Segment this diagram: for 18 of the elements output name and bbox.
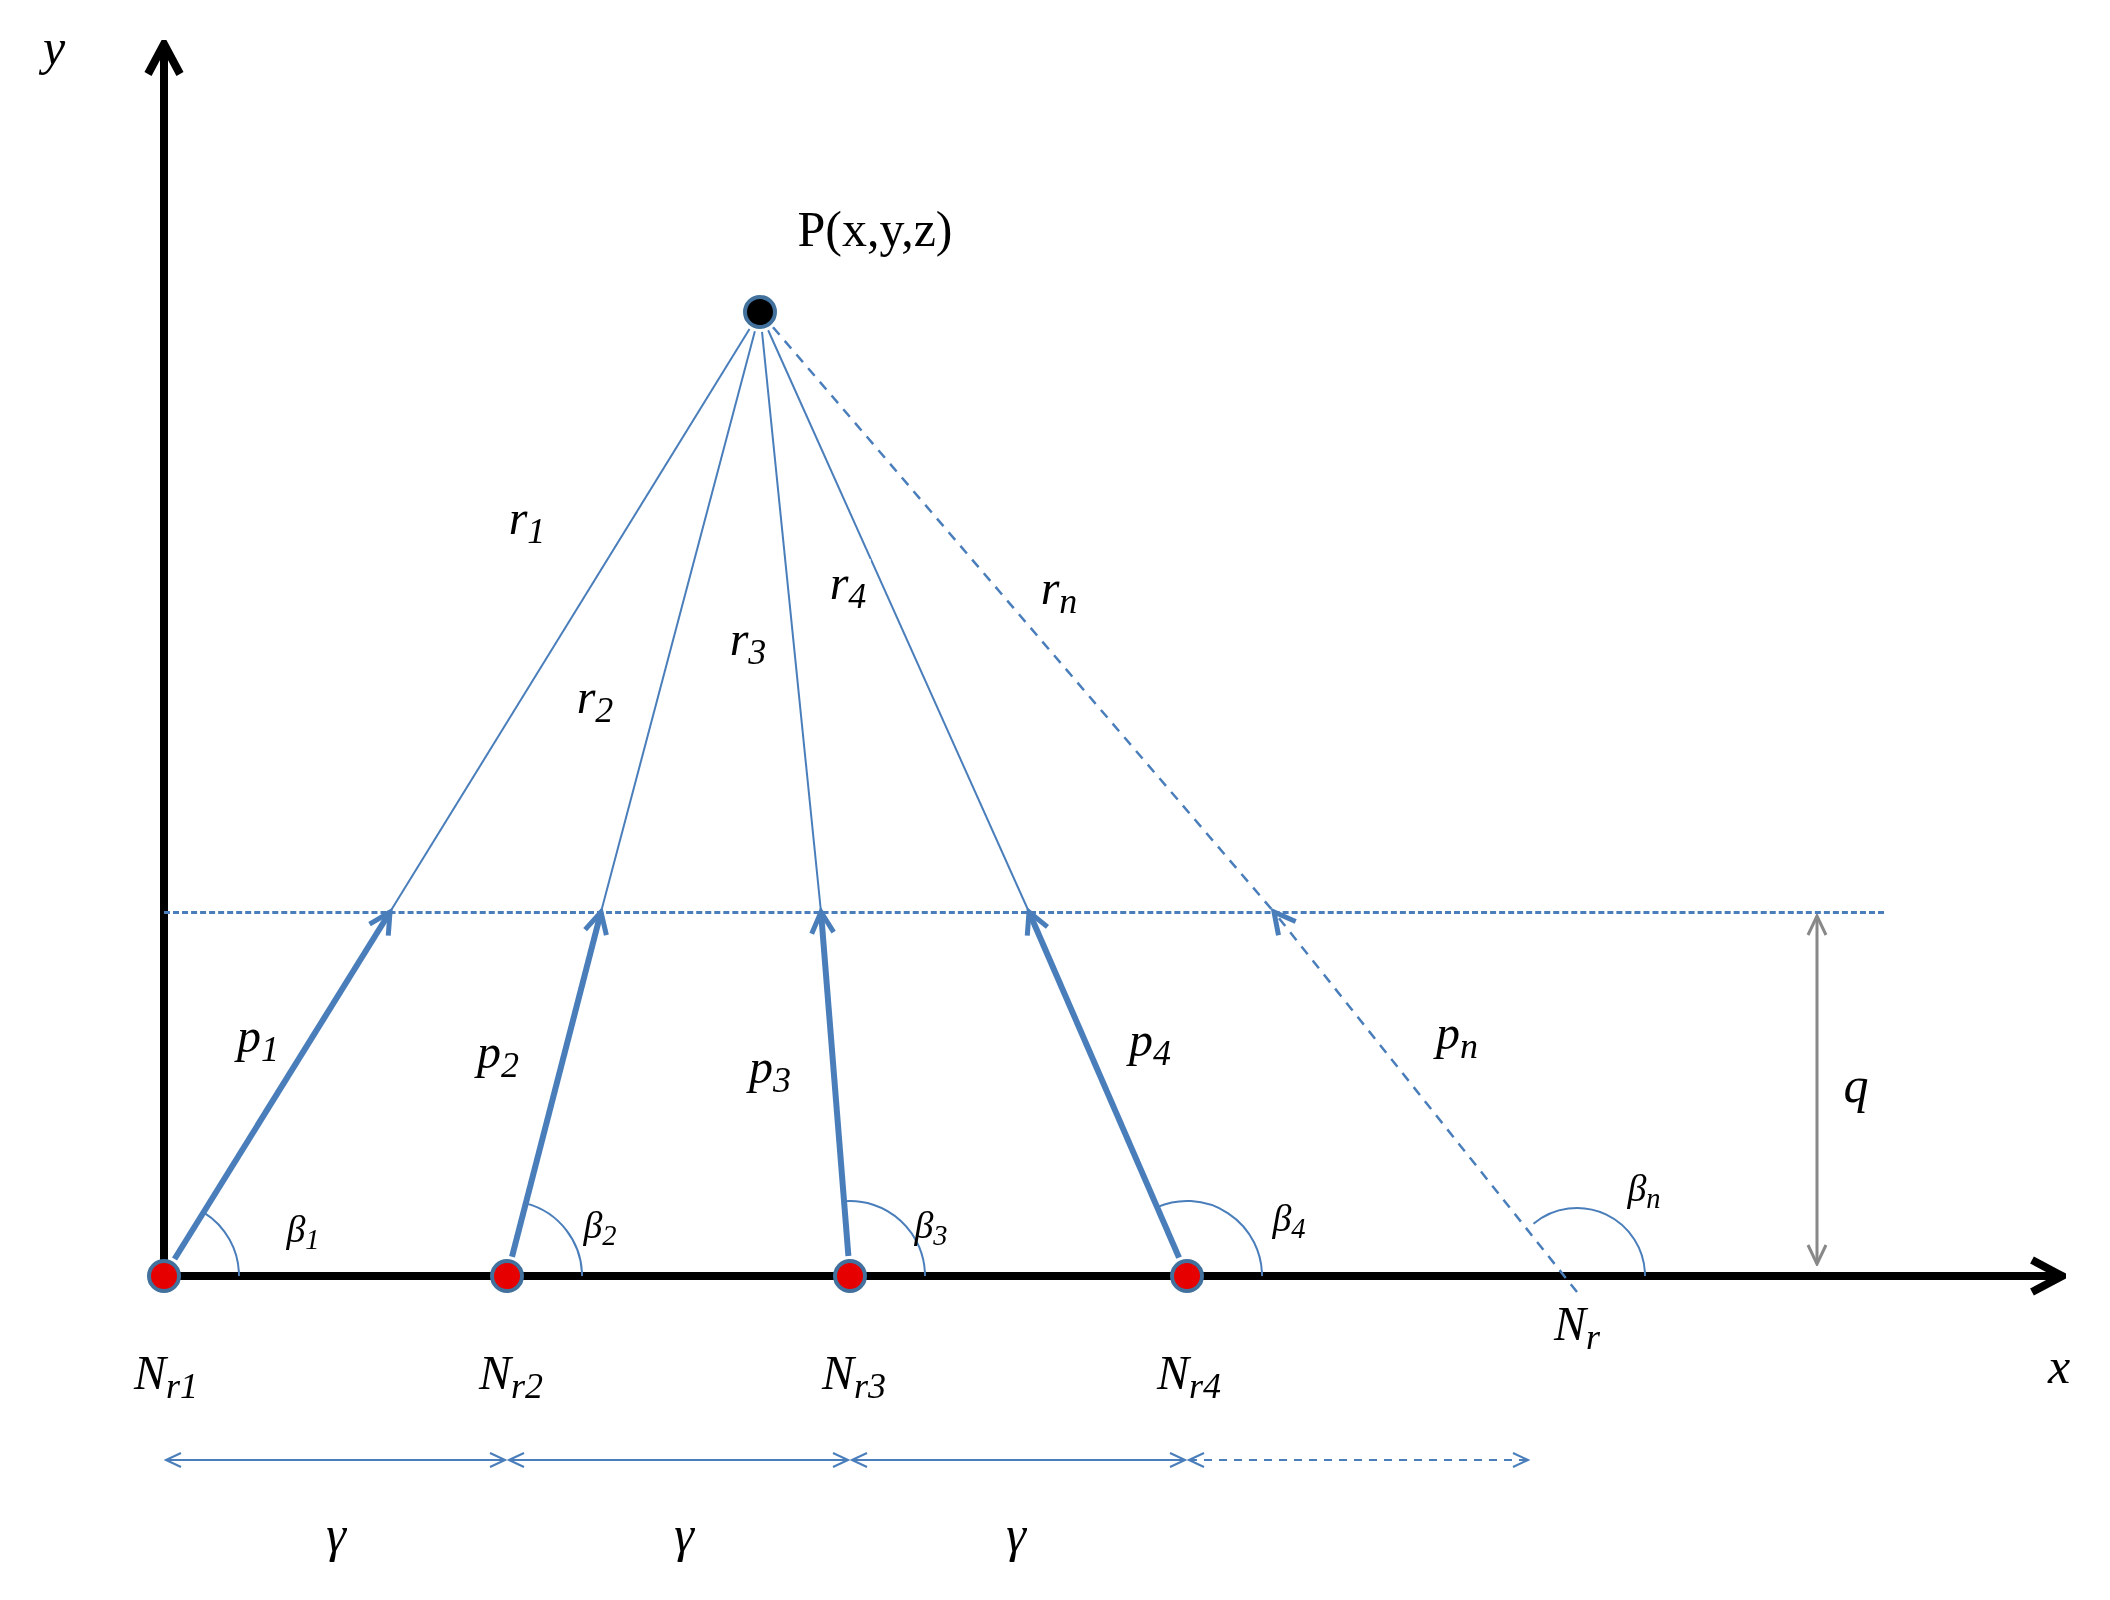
point-label: N$_{r4}$ <box>1157 1349 1221 1397</box>
angle-label: β$_{n}$ <box>1627 1169 1661 1207</box>
arrow <box>1024 909 1182 1259</box>
axis-label: x <box>2047 1341 2071 1391</box>
angle-label: β$_{4}$ <box>1272 1199 1306 1237</box>
arrow <box>172 909 393 1261</box>
dashed-line <box>164 911 1884 914</box>
connector-line <box>772 326 1275 913</box>
point-label: N$_{r2}$ <box>479 1349 543 1397</box>
angle-label: β$_{2}$ <box>583 1206 617 1244</box>
angle-label: β$_{3}$ <box>914 1206 948 1244</box>
arrow <box>809 909 852 1257</box>
point-label: N$_{r}$ <box>1537 1292 1617 1356</box>
arrow <box>1271 909 1578 1293</box>
angle-label: β$_{1}$ <box>286 1210 320 1248</box>
point-label: N$_{r1}$ <box>134 1349 198 1397</box>
arrow <box>509 909 609 1258</box>
point-label: N$_{r3}$ <box>822 1349 886 1397</box>
